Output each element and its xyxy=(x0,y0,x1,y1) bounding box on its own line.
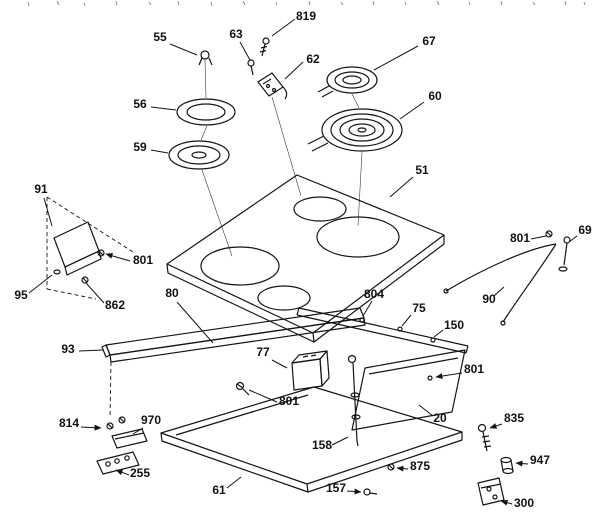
screw-801-center xyxy=(235,381,250,396)
long-bolt xyxy=(347,354,361,447)
part-label-63: 63 xyxy=(229,27,243,41)
terminal-receptacle xyxy=(257,72,288,100)
assembly-axis-lines xyxy=(200,59,363,257)
front-trim-strip xyxy=(101,307,366,363)
cropped-top-text xyxy=(27,0,586,7)
part-label-804: 804 xyxy=(364,287,384,301)
left-bracket-assembly xyxy=(46,196,134,300)
right-rear-panel xyxy=(351,349,466,431)
burner-box-rail xyxy=(296,307,469,354)
bottom-right-fasteners xyxy=(363,423,514,506)
lower-panel xyxy=(160,386,463,493)
part-label-55: 55 xyxy=(153,30,167,44)
part-label-255: 255 xyxy=(130,466,150,480)
part-label-819: 819 xyxy=(296,9,316,23)
part-label-61: 61 xyxy=(212,483,226,497)
part-label-801-d: 801 xyxy=(279,394,299,408)
part-label-947: 947 xyxy=(530,453,550,467)
part-label-20: 20 xyxy=(433,411,447,425)
surface-burner-large xyxy=(307,108,403,152)
part-label-835: 835 xyxy=(504,411,524,425)
part-label-95: 95 xyxy=(14,288,28,302)
part-label-69: 69 xyxy=(578,223,592,237)
part-label-51: 51 xyxy=(415,163,429,177)
part-label-875: 875 xyxy=(410,459,430,473)
part-label-75: 75 xyxy=(412,301,426,315)
part-number-labels: 819 55 63 62 67 60 56 59 51 91 801 95 86… xyxy=(14,9,592,510)
part-label-801-c: 801 xyxy=(464,362,484,376)
part-label-93: 93 xyxy=(61,342,75,356)
trim-ring xyxy=(176,98,236,126)
part-label-158: 158 xyxy=(312,438,332,452)
part-label-157: 157 xyxy=(326,481,346,495)
screw-819 xyxy=(259,37,270,57)
diagram-line-art xyxy=(46,37,571,506)
part-label-862: 862 xyxy=(105,298,125,312)
screw-63 xyxy=(247,59,255,76)
part-label-60: 60 xyxy=(428,89,442,103)
bottom-left-fasteners xyxy=(96,361,148,475)
part-label-970: 970 xyxy=(141,413,161,427)
drip-bowl xyxy=(168,140,230,170)
part-label-59: 59 xyxy=(133,140,147,154)
leader-lines xyxy=(28,18,578,506)
transformer-box xyxy=(291,350,330,391)
part-label-80: 80 xyxy=(165,286,179,300)
part-label-801-b: 801 xyxy=(510,231,530,245)
cap-part xyxy=(198,50,213,66)
part-label-300: 300 xyxy=(514,496,534,510)
part-label-67: 67 xyxy=(422,34,436,48)
part-label-814: 814 xyxy=(59,416,79,430)
part-label-91: 91 xyxy=(34,182,48,196)
part-label-62: 62 xyxy=(306,52,320,66)
part-label-150: 150 xyxy=(444,318,464,332)
part-label-90: 90 xyxy=(482,292,496,306)
part-label-77: 77 xyxy=(256,345,270,359)
support-wire xyxy=(443,230,571,326)
surface-burner-small xyxy=(317,66,378,98)
part-label-801-a: 801 xyxy=(133,253,153,267)
part-label-56: 56 xyxy=(133,97,147,111)
